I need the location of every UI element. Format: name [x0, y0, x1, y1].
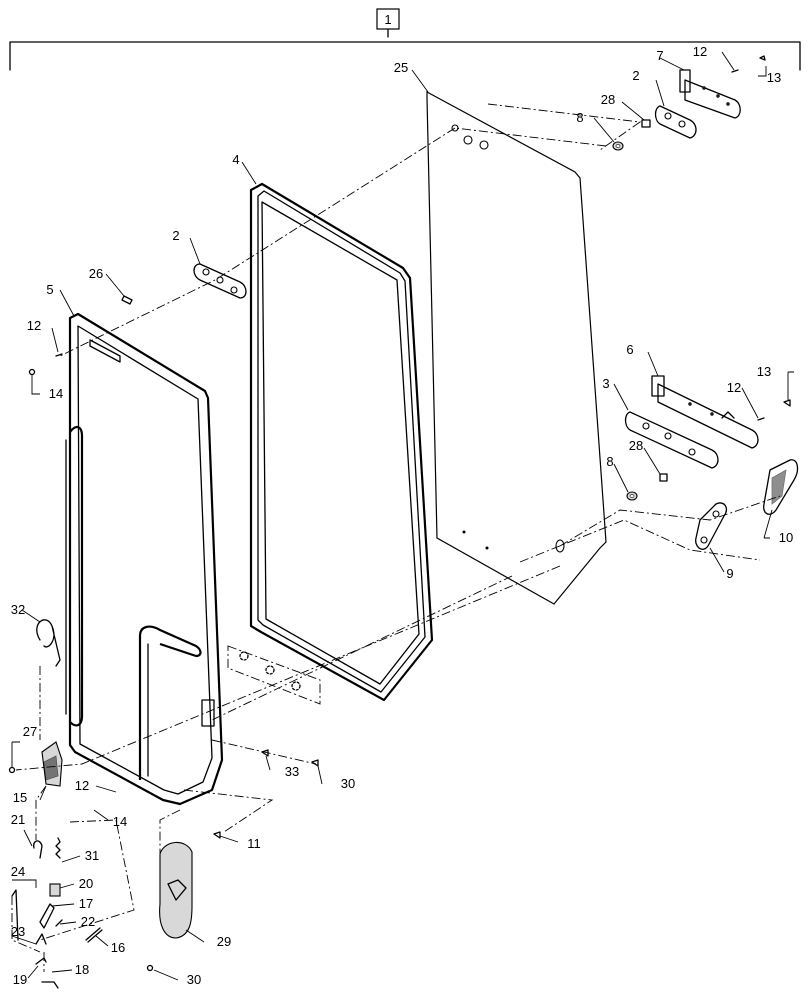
callout-31: 31	[85, 848, 99, 863]
assembly-dash-lines	[11, 103, 781, 972]
screw-11[interactable]	[213, 831, 221, 839]
lower-hinge-6[interactable]	[651, 375, 759, 449]
callout-23: 23	[11, 924, 25, 939]
callout-18: 18	[75, 962, 89, 977]
callout-16: 16	[111, 940, 125, 955]
rod-24[interactable]	[11, 889, 19, 941]
callout-29: 29	[217, 934, 231, 949]
callout-33: 33	[285, 764, 299, 779]
callout-22: 22	[81, 914, 95, 929]
callout-4: 4	[232, 152, 239, 167]
glass-panel-25[interactable]	[426, 90, 607, 605]
callout-13-top: 13	[767, 70, 781, 85]
latch-15[interactable]	[41, 741, 63, 787]
callout-30-mid: 30	[341, 776, 355, 791]
callout-8-top: 8	[576, 110, 583, 125]
hinge-plate-2-upper[interactable]	[654, 105, 697, 139]
callout-10: 10	[779, 530, 793, 545]
callout-28-right: 28	[629, 438, 643, 453]
bolt-13-lower[interactable]	[783, 399, 791, 407]
latch-10[interactable]	[763, 459, 799, 515]
callout-11: 11	[247, 836, 261, 851]
callout-20: 20	[79, 876, 93, 891]
door-frame-5[interactable]	[65, 312, 224, 806]
callout-24: 24	[11, 864, 25, 879]
callout-labels: 25 7 12 13 2 28 8 4 2 26 5 12 14 6 13 3 …	[11, 44, 793, 987]
callout-9: 9	[726, 566, 733, 581]
spacer-28-lower[interactable]	[659, 473, 668, 482]
callout-14-left: 14	[49, 386, 63, 401]
knob-20[interactable]	[49, 883, 61, 897]
rod-19[interactable]	[41, 981, 59, 989]
callout-28-top: 28	[601, 92, 615, 107]
cable-32[interactable]	[36, 619, 61, 667]
callout-6: 6	[626, 342, 633, 357]
spacer-plate	[227, 645, 321, 705]
callout-12-left: 12	[27, 318, 41, 333]
assembly-number: 1	[384, 12, 391, 27]
callout-7: 7	[656, 48, 663, 63]
callout-12-right: 12	[727, 380, 741, 395]
screw-30-lower[interactable]	[146, 964, 154, 972]
pin-22[interactable]	[55, 919, 63, 927]
callout-12-top: 12	[693, 44, 707, 59]
plate-9[interactable]	[695, 502, 728, 550]
spring-31[interactable]	[55, 837, 61, 859]
clip-18[interactable]	[35, 957, 47, 965]
nut-8-upper[interactable]	[612, 141, 624, 151]
spring-16[interactable]	[85, 927, 103, 943]
callout-5: 5	[46, 282, 53, 297]
bolt-13-upper[interactable]	[759, 55, 766, 61]
callout-32: 32	[11, 602, 25, 617]
callout-21: 21	[11, 812, 25, 827]
washer-12-left[interactable]	[55, 353, 63, 357]
callout-8-right: 8	[606, 454, 613, 469]
spacer-28-upper[interactable]	[641, 119, 651, 128]
callout-12-bottom: 12	[75, 778, 89, 793]
seal-4[interactable]	[249, 182, 434, 702]
catch-23[interactable]	[35, 933, 47, 945]
callout-17: 17	[79, 896, 93, 911]
washer-12-upper[interactable]	[731, 69, 739, 73]
lever-17[interactable]	[39, 903, 55, 929]
screw-27[interactable]	[8, 766, 16, 774]
callout-15: 15	[13, 790, 27, 805]
callout-2-mid: 2	[172, 228, 179, 243]
washer-12-lower[interactable]	[757, 417, 765, 421]
callout-27: 27	[23, 724, 37, 739]
nut-14-left[interactable]	[28, 368, 36, 376]
screw-26[interactable]	[121, 295, 133, 305]
callout-3: 3	[602, 376, 609, 391]
callout-25: 25	[394, 60, 408, 75]
hinge-plate-2-lower[interactable]	[193, 263, 247, 299]
callout-14-bottom: 14	[113, 814, 127, 829]
leader-lines	[11, 51, 794, 981]
callout-13-right: 13	[757, 364, 771, 379]
callout-26: 26	[89, 266, 103, 281]
nut-8-lower[interactable]	[626, 491, 638, 501]
callout-30-bottom: 30	[187, 972, 201, 987]
clip-21[interactable]	[33, 840, 43, 859]
upper-hinge-7[interactable]	[679, 69, 741, 119]
callout-2-top: 2	[632, 68, 639, 83]
hinge-plate-3[interactable]	[624, 411, 719, 469]
handle-cover-29[interactable]	[159, 841, 193, 939]
callout-19: 19	[13, 972, 27, 987]
assembly-bracket: 1	[9, 8, 801, 71]
